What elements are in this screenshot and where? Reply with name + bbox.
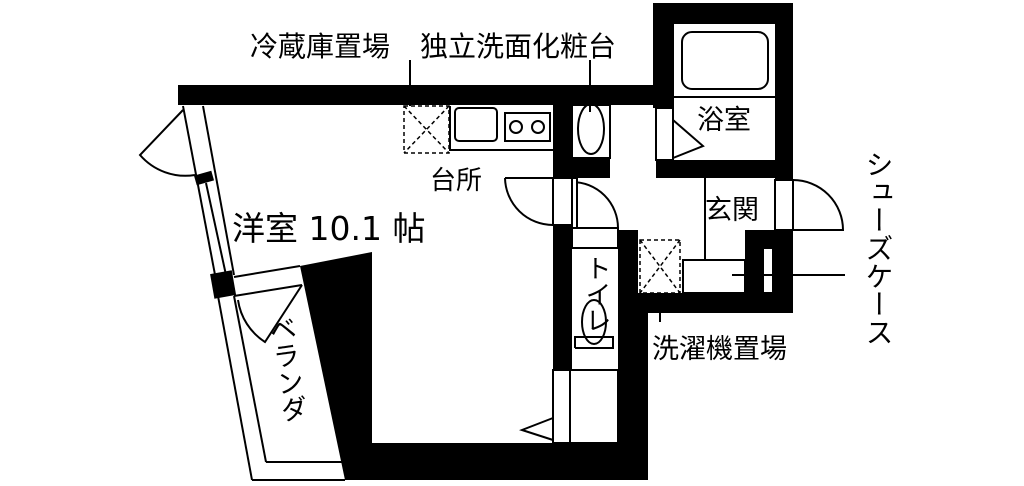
sink [454, 107, 498, 142]
entrance-label: 玄関 [705, 195, 759, 226]
door-swing-entrance [792, 179, 845, 231]
walls [178, 3, 793, 480]
toilet-bowl [581, 299, 607, 345]
shoe-case-label: シューズケース [862, 150, 895, 346]
exterior-lines [182, 105, 345, 481]
door-swing-kitchen [504, 177, 554, 227]
bathroom-label: 浴室 [697, 105, 751, 136]
door-swing-toilet [571, 181, 619, 229]
leader-lines [409, 60, 845, 322]
fridge-space-mark [403, 105, 450, 154]
toilet-label: トイレ [581, 255, 611, 333]
shoe-case [682, 259, 746, 294]
doors [138, 107, 845, 444]
vanity-label: 独立洗面化粧台 [420, 30, 616, 63]
stove [504, 112, 551, 142]
washer-space-label: 洗濯機置場 [652, 334, 787, 365]
kitchen-label: 台所 [430, 166, 482, 196]
fridge-space-label: 冷蔵庫置場 [250, 30, 390, 63]
bathtub [681, 31, 769, 90]
western-room-label: 洋室 10.1 帖 [232, 209, 425, 248]
balcony-label: ベランダ [263, 313, 309, 424]
door-swing-left [138, 109, 196, 177]
door-swing-balcony [237, 284, 303, 344]
